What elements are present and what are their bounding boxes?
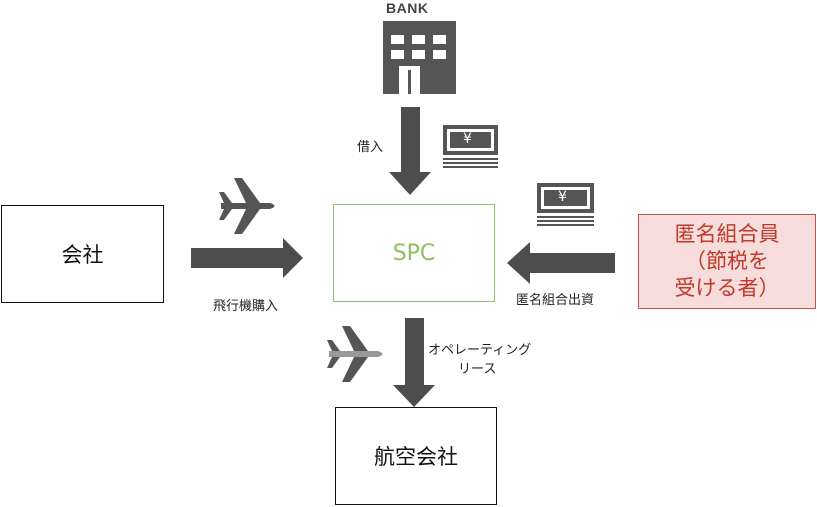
investor-label-line1: 匿名組合員 xyxy=(674,222,780,246)
airplane-icon xyxy=(219,178,275,234)
investment-label: 匿名組合出資 xyxy=(516,293,595,308)
investor-label-line3: 受ける者） xyxy=(674,276,780,300)
bank-label: BANK xyxy=(386,0,429,16)
investor-node: 匿名組合員 （節税を 受ける者） xyxy=(638,214,816,309)
yen-symbol: ¥ xyxy=(463,131,472,147)
borrowing-label: 借入 xyxy=(357,140,384,155)
airline-node: 航空会社 xyxy=(335,407,497,505)
operating-lease-label-line1: オペレーティング xyxy=(428,343,532,358)
airline-label: 航空会社 xyxy=(374,445,458,469)
aircraft-purchase-label: 飛行機購入 xyxy=(213,299,279,314)
borrowing-arrow xyxy=(389,107,431,195)
airplane-icon xyxy=(327,326,383,382)
money-stack-icon xyxy=(537,183,594,226)
company-node: 会社 xyxy=(1,205,164,303)
spc-node: SPC xyxy=(333,204,495,302)
investor-label-line2: （節税を xyxy=(685,249,769,273)
investment-arrow xyxy=(507,242,615,284)
bank-icon xyxy=(383,21,456,94)
money-stack-icon xyxy=(443,125,498,168)
operating-lease-label-line2: リース xyxy=(458,362,497,377)
yen-symbol: ¥ xyxy=(558,189,567,205)
operating-lease-arrow xyxy=(393,318,435,407)
spc-label: SPC xyxy=(392,240,436,266)
company-label: 会社 xyxy=(61,243,104,267)
aircraft-purchase-arrow xyxy=(191,238,303,278)
